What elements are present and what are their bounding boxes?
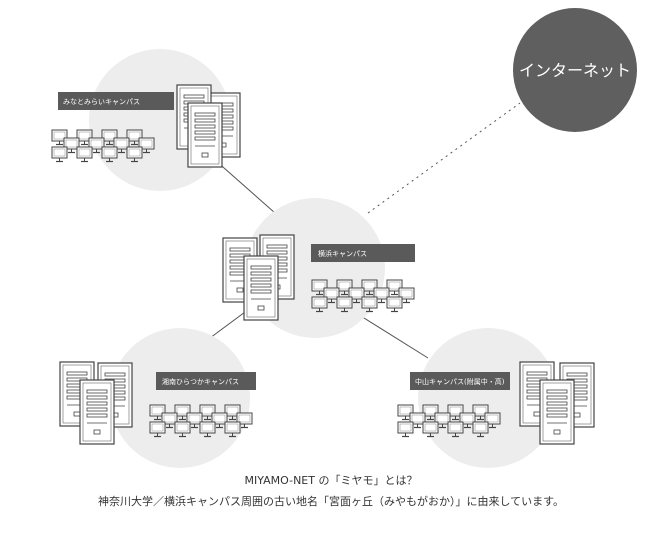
campus-label-box — [156, 372, 256, 390]
campus-yokohama: 横浜キャンパス — [222, 198, 415, 338]
caption-title: MIYAMO-NET の「ミヤモ」とは？ — [244, 474, 418, 487]
computers-icon — [52, 130, 154, 162]
link-minatomirai-yokohama — [214, 159, 276, 214]
internet-label: インターネット — [519, 61, 631, 80]
campus-label-box — [410, 372, 510, 390]
campus-label: 中山キャンパス(附属中・高) — [415, 377, 505, 386]
campus-label-box — [58, 92, 174, 110]
link-yokohama-internet — [367, 102, 521, 214]
campus-label: 湘南ひらつかキャンパス — [162, 377, 239, 386]
computers-icon — [398, 405, 500, 437]
computers-icon — [150, 405, 252, 437]
campus-label: みなとみらいキャンパス — [63, 98, 140, 106]
campus-nakayama: 中山キャンパス(附属中・高) — [398, 328, 595, 468]
campus-label: 横浜キャンパス — [318, 249, 367, 258]
campus-shonan: 湘南ひらつかキャンパス — [59, 328, 256, 468]
computers-icon — [312, 280, 414, 312]
caption-description: 神奈川大学／横浜キャンパス周囲の古い地名「宮面ヶ丘（みやもがおか）」に由来してい… — [97, 495, 565, 508]
campus-label-box — [311, 244, 415, 262]
internet-circle — [513, 8, 637, 132]
campus-minatomirai: みなとみらいキャンパス — [52, 49, 241, 191]
